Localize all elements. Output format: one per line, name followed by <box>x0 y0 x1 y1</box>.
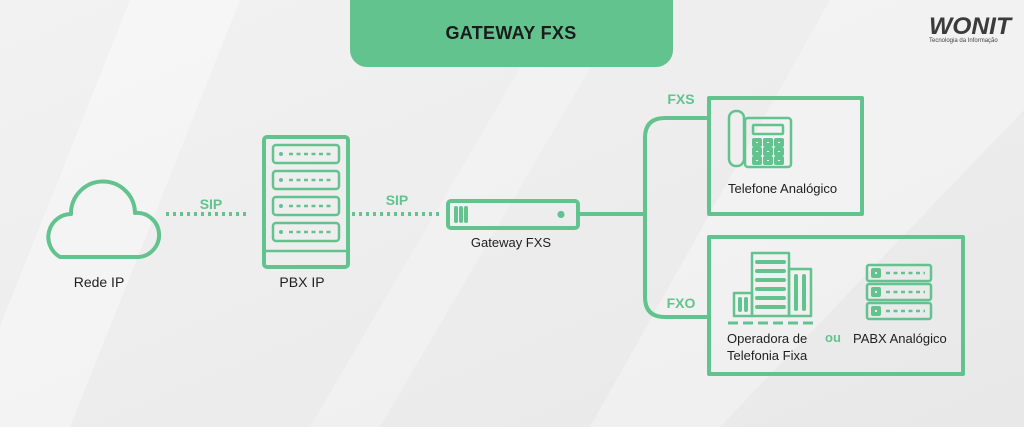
vent-icon <box>454 206 468 223</box>
cloud-icon <box>46 179 162 259</box>
fxs-label: FXS <box>667 91 694 107</box>
fxo-label: FXO <box>667 295 696 311</box>
building-right-wing <box>787 267 813 318</box>
pabx-unit <box>865 301 933 321</box>
phone-display <box>751 123 785 136</box>
gateway-label: Gateway FXS <box>471 235 552 250</box>
telefone-analogico-label: Telefone Analógico <box>728 181 837 196</box>
rede-ip-label: Rede IP <box>74 274 125 290</box>
keypad-key <box>763 147 773 156</box>
sip-label-2: SIP <box>386 192 409 208</box>
pabx-unit-port <box>871 287 881 297</box>
status-led-icon <box>557 210 565 219</box>
building-icon <box>728 251 814 325</box>
server-rack-icon <box>262 135 350 269</box>
fxo-endpoint-box <box>707 235 965 376</box>
brand-logo: WONIT Tecnologia da Informação <box>929 13 1013 44</box>
pabx-unit-port <box>871 306 881 316</box>
keypad-key <box>763 156 773 165</box>
keypad-key <box>774 138 784 147</box>
page-title: GATEWAY FXS <box>446 23 577 43</box>
keypad-key <box>774 147 784 156</box>
rack-slot <box>271 221 341 243</box>
rack-slot <box>271 143 341 165</box>
or-label: ou <box>825 330 841 345</box>
title-banner <box>350 0 673 67</box>
building-left-wing <box>732 291 754 318</box>
fxs-endpoint-box <box>707 96 864 216</box>
brand-name: WONIT <box>929 13 1013 40</box>
telephone-icon <box>727 109 793 169</box>
operadora-label-line2: Telefonia Fixa <box>727 348 808 363</box>
brand-tagline: Tecnologia da Informação <box>929 38 998 44</box>
pabx-rack-icon <box>865 263 933 321</box>
pbx-ip-label: PBX IP <box>279 274 324 290</box>
keypad-key <box>774 156 784 165</box>
rack-slot <box>271 169 341 191</box>
rack-slot-led <box>279 152 283 156</box>
rack-slot <box>271 195 341 217</box>
sip-label-1: SIP <box>200 196 223 212</box>
phone-handset <box>727 109 746 168</box>
keypad-key <box>752 147 762 156</box>
rack-slot-led <box>279 230 283 234</box>
rack-slot-led <box>279 178 283 182</box>
background-streak <box>310 0 630 427</box>
background-streak <box>0 0 240 427</box>
rack-slot-led <box>279 204 283 208</box>
keypad-key <box>752 138 762 147</box>
pabx-analogico-label: PABX Analógico <box>853 331 947 346</box>
operadora-label-line1: Operadora de <box>727 331 807 346</box>
pabx-unit-port <box>871 268 881 278</box>
rack-frame <box>262 135 350 269</box>
keypad-key <box>752 156 762 165</box>
branch-connector <box>643 116 710 319</box>
pabx-unit <box>865 282 933 302</box>
keypad-key <box>763 138 773 147</box>
pabx-unit <box>865 263 933 283</box>
